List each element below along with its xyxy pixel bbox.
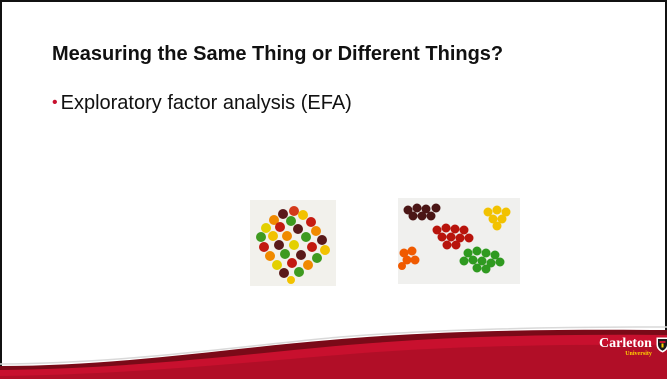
slide-title: Measuring the Same Thing or Different Th… (52, 43, 504, 65)
slide-border-top (0, 0, 667, 2)
slide-border-left (0, 0, 2, 379)
mixed-candies-photo (250, 200, 336, 286)
footer-swoosh (0, 326, 667, 379)
bullet-item: • Exploratory factor analysis (EFA) (52, 92, 352, 115)
logo-name: Carleton (599, 336, 652, 351)
logo-sub: University (625, 351, 652, 357)
carleton-logo: Carleton University (599, 337, 667, 358)
bullet-marker: • (52, 93, 58, 111)
sorted-candies-illustration (398, 203, 511, 274)
mixed-candies-illustration (256, 206, 330, 284)
bullet-text: Exploratory factor analysis (EFA) (60, 92, 352, 114)
logo-wordmark: Carleton University (599, 337, 652, 358)
slide-border-right (665, 0, 667, 379)
sorted-candies-photo (398, 198, 520, 284)
shield-icon (656, 337, 667, 353)
